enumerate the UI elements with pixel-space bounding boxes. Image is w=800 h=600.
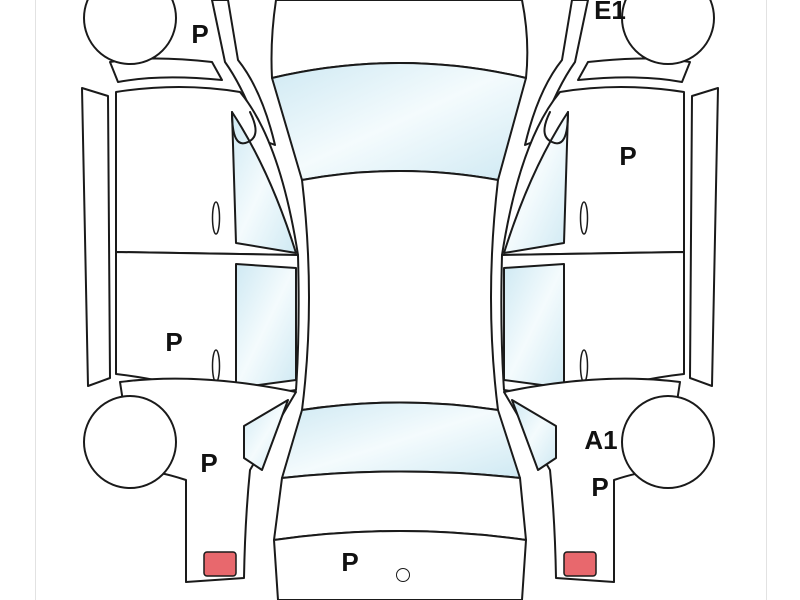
damage-code-rear-right-quarter-a: A1 xyxy=(584,425,618,455)
right-front-door-glass[interactable] xyxy=(503,111,569,254)
damage-code-front-right-door: P xyxy=(619,141,637,171)
right-frame-edge xyxy=(766,0,767,600)
roof[interactable] xyxy=(301,170,499,411)
right-front-door-handle[interactable] xyxy=(579,201,589,235)
front-left-wheel[interactable] xyxy=(83,0,177,65)
right-rear-door-handle[interactable] xyxy=(579,349,589,383)
right-quarter-glass[interactable] xyxy=(511,399,557,471)
trunk-lid[interactable] xyxy=(273,470,527,541)
damage-code-front-left-wheel: P xyxy=(191,19,209,49)
left-front-door-glass[interactable] xyxy=(231,111,297,254)
rear-bumper[interactable] xyxy=(273,530,527,600)
right-rear-door-glass[interactable] xyxy=(503,263,565,389)
left-frame-edge xyxy=(35,0,36,600)
brand-emblem-icon xyxy=(396,568,410,582)
left-rear-door-handle[interactable] xyxy=(211,349,221,383)
rear-left-wheel[interactable] xyxy=(83,395,177,489)
right-tail-lamp xyxy=(563,551,597,577)
right-rocker-panel[interactable] xyxy=(689,87,719,387)
front-right-wheel[interactable] xyxy=(621,0,715,65)
left-quarter-glass[interactable] xyxy=(243,399,289,471)
left-mirror[interactable] xyxy=(231,111,257,145)
left-tail-lamp xyxy=(203,551,237,577)
rear-right-wheel[interactable] xyxy=(621,395,715,489)
damage-code-rear-right-quarter-b: P xyxy=(591,472,609,502)
left-rocker-panel[interactable] xyxy=(81,87,111,387)
right-mirror[interactable] xyxy=(543,111,569,145)
front-left-fender[interactable] xyxy=(109,0,276,146)
left-rear-door-glass[interactable] xyxy=(235,263,297,389)
left-front-door-handle[interactable] xyxy=(211,201,221,235)
damage-code-trunk: P xyxy=(341,547,359,577)
damage-code-rear-left-quarter: P xyxy=(200,448,218,478)
rear-window[interactable] xyxy=(281,401,521,479)
damage-code-front-right-corner: E1 xyxy=(594,0,626,25)
windshield[interactable] xyxy=(271,62,527,181)
damage-code-rear-left-door: P xyxy=(165,327,183,357)
